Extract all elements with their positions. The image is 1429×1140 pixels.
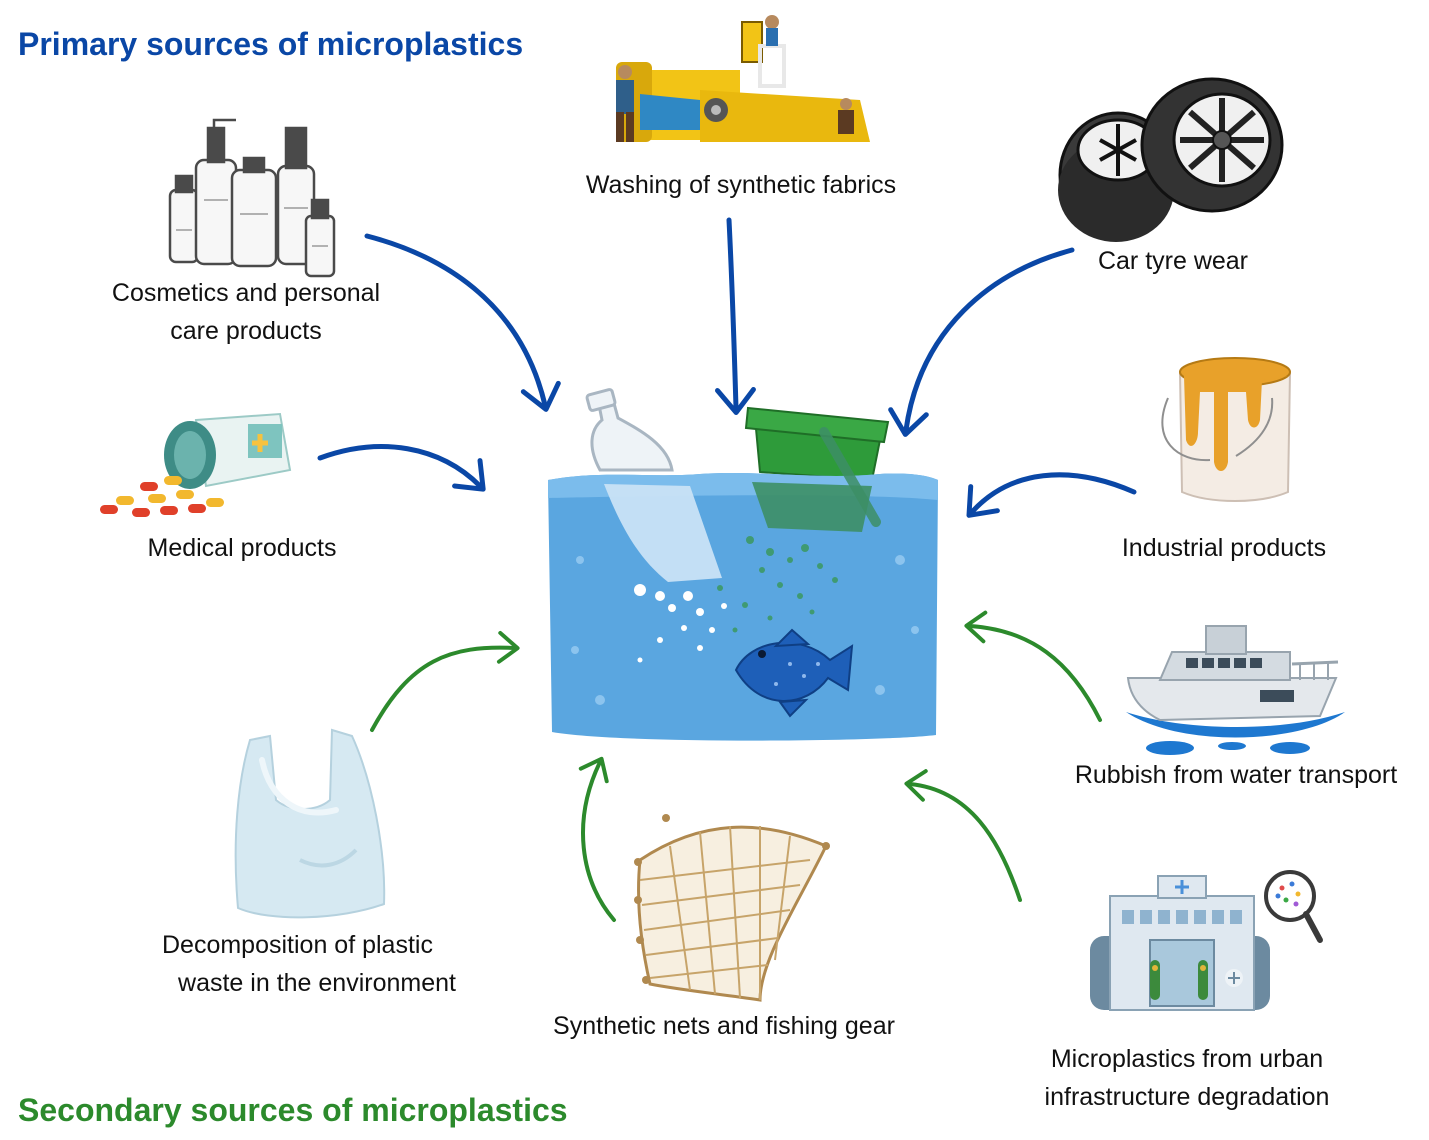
fishing-net-icon (634, 814, 830, 1002)
pill-bottle-icon (100, 412, 292, 517)
arrow-urban (904, 769, 1022, 902)
arrow-nets (578, 756, 616, 922)
plastic-bag-icon (234, 728, 386, 919)
arrow-water-transport (964, 610, 1102, 722)
urban-label: Microplastics from urban infrastructure … (1044, 1045, 1330, 1111)
nets-label: Synthetic nets and fishing gear (553, 1012, 895, 1040)
cosmetic-bottles-icon (168, 118, 336, 278)
polluted-water-icon (548, 388, 938, 741)
textile-factory-icon (616, 15, 870, 142)
arrow-plastic-waste (370, 630, 520, 732)
arrow-cosmetics (364, 233, 561, 412)
primary-sources-heading: Primary sources of microplastics (18, 26, 524, 62)
secondary-sources-heading: Secondary sources of microplastics (18, 1092, 568, 1128)
tyres-icon (1058, 77, 1284, 242)
fabrics-label: Washing of synthetic fabrics (585, 171, 897, 199)
tyres-label: Car tyre wear (1097, 247, 1249, 275)
paint-bucket-icon (1161, 357, 1292, 502)
arrow-medical (317, 444, 486, 492)
primary-arrows (317, 217, 1137, 518)
medical-label: Medical products (147, 534, 337, 562)
plastic-waste-label: Decomposition of plastic waste in the en… (162, 931, 456, 997)
arrow-fabrics (715, 217, 756, 415)
secondary-arrows (370, 610, 1102, 922)
arrow-industrial (966, 472, 1137, 518)
ship-icon (1126, 625, 1345, 755)
industrial-label: Industrial products (1121, 534, 1327, 562)
cosmetics-label: Cosmetics and personal care products (111, 279, 381, 345)
water-transport-label: Rubbish from water transport (1074, 761, 1398, 789)
city-building-icon (1090, 870, 1323, 1011)
arrow-tyres (888, 247, 1075, 437)
